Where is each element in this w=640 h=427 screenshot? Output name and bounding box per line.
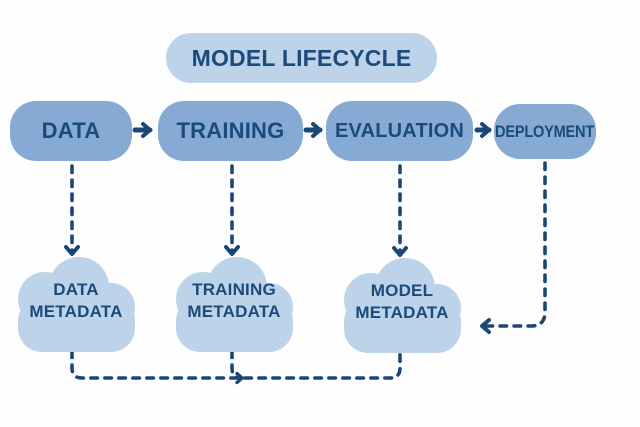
cloud-label-line1: DATA bbox=[53, 280, 99, 299]
cloud-icon bbox=[344, 258, 461, 353]
cloud-data-metadata: DATA METADATA bbox=[8, 257, 144, 352]
stage-box-training: TRAINING bbox=[158, 101, 303, 161]
cloud-label-training-metadata: TRAINING METADATA bbox=[166, 279, 302, 323]
cloud-training-metadata: TRAINING METADATA bbox=[166, 257, 302, 352]
stage-label-evaluation: EVALUATION bbox=[334, 119, 465, 142]
stage-label-training: TRAINING bbox=[176, 118, 285, 143]
stage-box-deployment: DEPLOYMENT bbox=[494, 104, 596, 159]
cloud-label-line2: METADATA bbox=[29, 302, 123, 321]
cloud-icon bbox=[18, 257, 135, 352]
cloud-label-line1: MODEL bbox=[370, 281, 434, 300]
dashed-arrow-deployment-to-model-metadata bbox=[480, 161, 547, 334]
cloud-icon bbox=[176, 257, 293, 352]
title-pill: MODEL LIFECYCLE bbox=[166, 33, 437, 83]
cloud-label-line1: TRAINING bbox=[192, 280, 276, 299]
stage-label-deployment: DEPLOYMENT bbox=[495, 121, 595, 141]
dashed-bus-clouds bbox=[70, 349, 402, 380]
stage-label-data: DATA bbox=[41, 118, 101, 143]
cloud-label-line2: METADATA bbox=[355, 303, 449, 322]
stage-box-evaluation: EVALUATION bbox=[326, 101, 473, 161]
dashed-bus-middle-drop bbox=[230, 349, 244, 385]
cloud-label-data-metadata: DATA METADATA bbox=[8, 279, 144, 323]
cloud-label-line2: METADATA bbox=[187, 302, 281, 321]
cloud-label-model-metadata: MODEL METADATA bbox=[334, 280, 470, 324]
stage-box-data: DATA bbox=[10, 101, 132, 161]
page-title: MODEL LIFECYCLE bbox=[191, 44, 412, 71]
cloud-model-metadata: MODEL METADATA bbox=[334, 258, 470, 353]
